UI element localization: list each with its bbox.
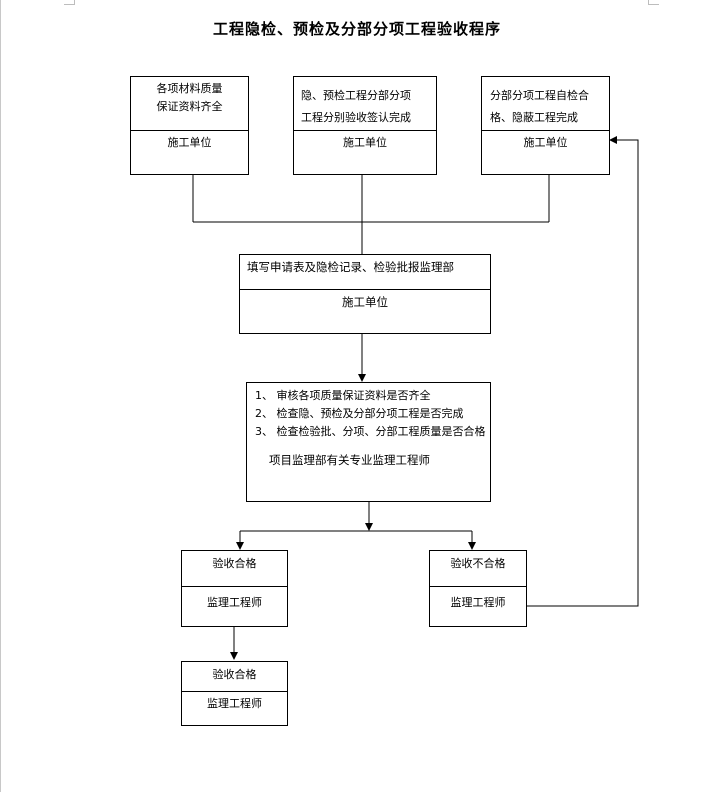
box-text-line: 隐、预检工程分部分项	[301, 89, 411, 102]
box-status: 验收合格	[182, 551, 287, 587]
feedback-loop-line	[527, 139, 639, 607]
page-corner-mark-left	[64, 0, 75, 5]
box-role-label: 监理工程师	[207, 697, 262, 710]
box-content: 隐、预检工程分部分项 工程分别验收签认完成	[294, 77, 436, 131]
flow-box-self-inspection: 分部分项工程自检合 格、隐蔽工程完成 施工单位	[481, 76, 610, 175]
box-text-line: 各项材料质量	[156, 82, 223, 95]
box-text-line: 格、隐蔽工程完成	[490, 111, 578, 124]
box-role-label: 项目监理部有关专业监理工程师	[269, 453, 430, 467]
box-unit-label: 施工单位	[343, 136, 387, 149]
box-status: 验收不合格	[430, 551, 526, 587]
box-content: 各项材料质量 保证资料齐全	[131, 77, 248, 131]
box-status: 验收合格	[182, 662, 287, 692]
flow-box-materials: 各项材料质量 保证资料齐全 施工单位	[130, 76, 249, 175]
box-content: 分部分项工程自检合 格、隐蔽工程完成	[482, 77, 609, 131]
review-items: 1、 审核各项质量保证资料是否齐全 2、 检查隐、预检及分部分项工程是否完成 3…	[247, 383, 490, 446]
box-role-label: 监理工程师	[207, 596, 262, 609]
box-text-line: 分部分项工程自检合	[490, 89, 589, 102]
flow-box-application: 填写申请表及隐检记录、检验批报监理部 施工单位	[239, 254, 491, 334]
page-edge	[0, 0, 1, 792]
page-corner-mark-right	[648, 0, 659, 5]
box-text-line: 工程分别验收签认完成	[301, 111, 411, 124]
flow-box-accepted: 验收合格 监理工程师	[181, 550, 288, 627]
flow-box-supervisor-review: 1、 审核各项质量保证资料是否齐全 2、 检查隐、预检及分部分项工程是否完成 3…	[246, 382, 491, 502]
flow-box-final-accepted: 验收合格 监理工程师	[181, 661, 288, 726]
box-unit-label: 施工单位	[523, 136, 568, 149]
box-unit-label: 施工单位	[342, 295, 388, 309]
review-item: 3、 检查检验批、分项、分部工程质量是否合格	[255, 425, 486, 439]
flow-box-rejected: 验收不合格 监理工程师	[429, 550, 527, 627]
flow-box-inspection-signoff: 隐、预检工程分部分项 工程分别验收签认完成 施工单位	[293, 76, 437, 175]
box-text: 填写申请表及隐检记录、检验批报监理部	[240, 255, 490, 290]
box-unit-label: 施工单位	[167, 136, 212, 149]
review-item: 2、 检查隐、预检及分部分项工程是否完成	[255, 407, 464, 421]
box-role-label: 监理工程师	[450, 596, 506, 609]
box-text-line: 保证资料齐全	[156, 99, 223, 113]
page-title: 工程隐检、预检及分部分项工程验收程序	[212, 20, 501, 38]
review-item: 1、 审核各项质量保证资料是否齐全	[255, 389, 431, 402]
